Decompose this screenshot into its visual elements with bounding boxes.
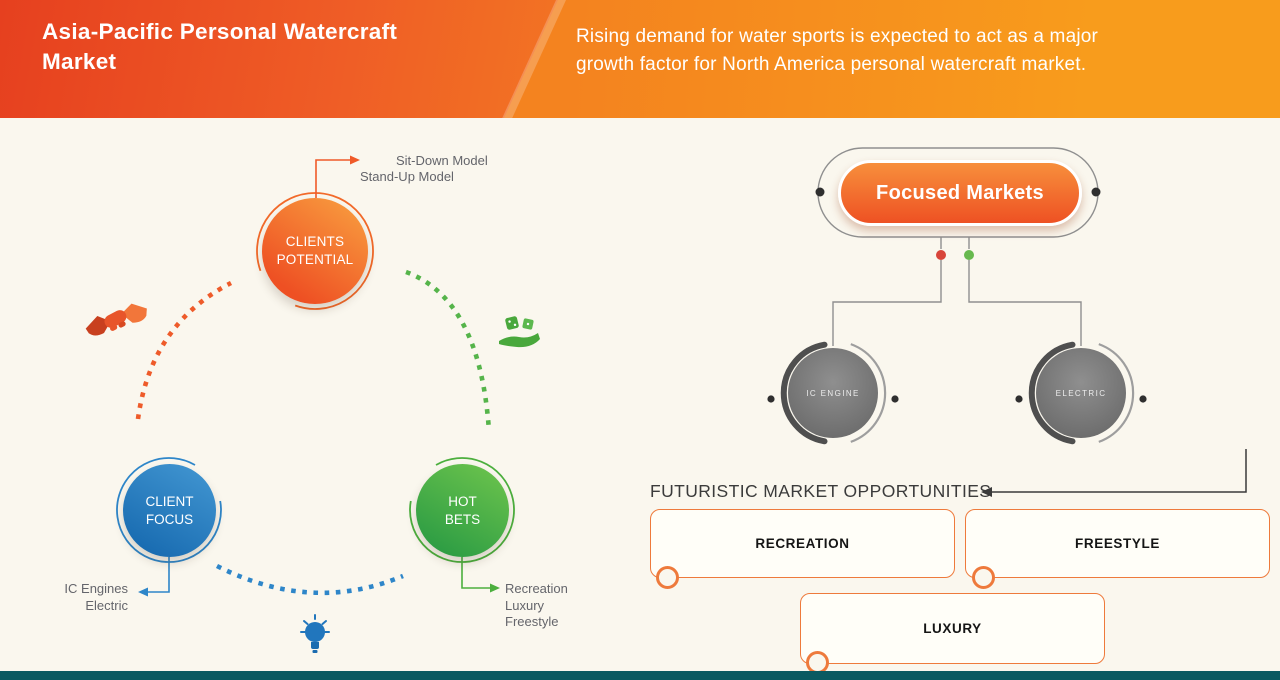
ic-engine-label: IC ENGINE <box>806 388 860 398</box>
ic-engine-node: IC ENGINE <box>788 348 878 438</box>
focused-markets-pill: Focused Markets <box>838 160 1082 226</box>
hot-bets-label: HOT BETS <box>444 493 481 527</box>
futuristic-opportunities-heading: FUTURISTIC MARKET OPPORTUNITIES <box>650 481 992 501</box>
clients-potential-node: CLIENTS POTENTIAL <box>262 198 368 304</box>
focused-markets-label: Focused Markets <box>876 181 1044 204</box>
handshake-icon <box>85 303 147 336</box>
hot-bets-node: HOT BETS <box>416 464 509 557</box>
blue-dotted-arc <box>215 563 404 596</box>
client-focus-label: CLIENT FOCUS <box>145 493 194 527</box>
sit-down-model-label: Sit-Down Model <box>396 153 488 168</box>
header-banner: Asia-Pacific Personal Watercraft Market … <box>0 0 1280 118</box>
luxury-box: LUXURY <box>800 593 1105 664</box>
freestyle-label: FREESTYLE <box>1075 536 1160 551</box>
electric-label: ELECTRIC <box>1055 388 1107 398</box>
lightbulb-icon <box>300 614 330 653</box>
recreation-box: RECREATION <box>650 509 955 578</box>
clients-potential-arrow <box>315 155 360 198</box>
freestyle-corner-dot <box>972 566 995 589</box>
red-branch-dot <box>936 250 946 260</box>
clients-potential-label: CLIENTS POTENTIAL <box>276 234 354 267</box>
client-focus-node: CLIENT FOCUS <box>123 464 216 557</box>
green-branch-dot <box>964 250 974 260</box>
heading-pointer-arrow <box>981 449 1247 497</box>
tree-connectors <box>832 237 1082 346</box>
dice-hand-icon <box>499 316 540 348</box>
client-focus-callout: IC Engines Electric <box>64 581 128 613</box>
green-dotted-arc <box>405 269 492 432</box>
header-subtitle: Rising demand for water sports is expect… <box>576 26 1099 75</box>
header-left-shape <box>0 0 558 118</box>
stand-up-model-label: Stand-Up Model <box>360 169 454 184</box>
recreation-label: RECREATION <box>755 536 850 551</box>
hot-bets-callout: Recreation Luxury Freestyle <box>505 581 568 629</box>
client-focus-arrow <box>138 557 170 597</box>
bottom-accent-bar <box>0 671 1280 680</box>
luxury-label: LUXURY <box>923 621 982 636</box>
page-title: Asia-Pacific Personal Watercraft Market <box>42 19 398 74</box>
electric-node: ELECTRIC <box>1036 348 1126 438</box>
recreation-corner-dot <box>656 566 679 589</box>
freestyle-box: FREESTYLE <box>965 509 1270 578</box>
hot-bets-arrow <box>461 557 500 593</box>
